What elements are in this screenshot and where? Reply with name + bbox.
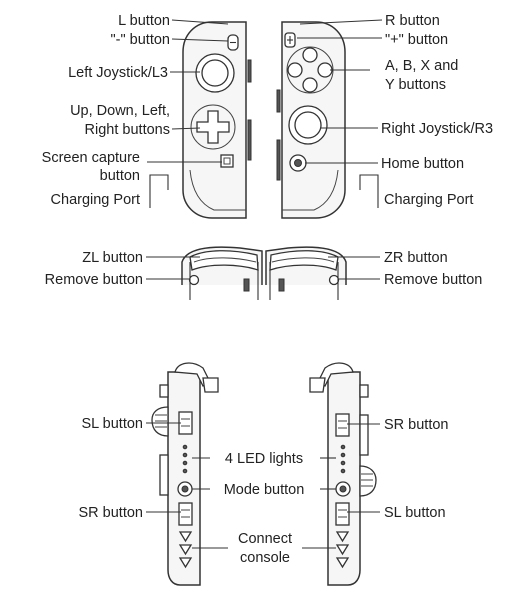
label-remove-right: Remove button bbox=[384, 272, 482, 288]
label-capture-line2: button bbox=[100, 168, 140, 184]
label-connect-line2: console bbox=[240, 550, 290, 566]
label-zr-button: ZR button bbox=[384, 250, 448, 266]
leader-lines bbox=[146, 19, 383, 549]
label-sr-left: SR button bbox=[79, 505, 144, 521]
label-left-joystick: Left Joystick/L3 bbox=[68, 65, 168, 81]
label-abxy-line1: A, B, X and bbox=[385, 58, 458, 74]
label-sl-left: SL button bbox=[81, 416, 143, 432]
sl-right-knob[interactable] bbox=[359, 465, 377, 497]
label-abxy-line2: Y buttons bbox=[385, 77, 446, 93]
remove-button-left-shape[interactable] bbox=[188, 274, 200, 286]
sl-button-right-shape[interactable] bbox=[335, 502, 350, 526]
capture-button-shape[interactable] bbox=[220, 154, 234, 168]
label-plus-button: "+" button bbox=[385, 32, 448, 48]
right-joycon-top bbox=[265, 246, 347, 300]
sr-button-right-shape[interactable] bbox=[335, 413, 350, 437]
right-joycon-side bbox=[309, 362, 377, 586]
left-joycon-top bbox=[181, 246, 263, 300]
label-charging-right: Charging Port bbox=[384, 192, 473, 208]
led-right-2 bbox=[340, 452, 346, 458]
label-dpad-line1: Up, Down, Left, bbox=[70, 103, 170, 119]
label-minus-button: "-" button bbox=[111, 32, 170, 48]
label-capture-line1: Screen capture bbox=[42, 150, 140, 166]
label-right-joystick: Right Joystick/R3 bbox=[381, 121, 493, 137]
led-right-1 bbox=[340, 444, 346, 450]
left-joycon-front bbox=[182, 21, 252, 219]
led-left-3 bbox=[182, 460, 188, 466]
dpad-shape[interactable] bbox=[196, 110, 230, 144]
remove-button-right-shape[interactable] bbox=[328, 274, 340, 286]
led-right-4 bbox=[340, 468, 346, 474]
label-led-lights: 4 LED lights bbox=[225, 451, 303, 467]
a-button-shape[interactable] bbox=[317, 62, 333, 78]
label-r-button: R button bbox=[385, 13, 440, 29]
sr-button-left-shape[interactable] bbox=[178, 502, 193, 526]
y-button-shape[interactable] bbox=[287, 62, 303, 78]
labels: L button "-" button Left Joystick/L3 Up,… bbox=[42, 13, 493, 566]
label-mode-button: Mode button bbox=[224, 482, 305, 498]
led-right-3 bbox=[340, 460, 346, 466]
led-left-1 bbox=[182, 444, 188, 450]
label-sr-right: SR button bbox=[384, 417, 449, 433]
x-button-shape[interactable] bbox=[302, 47, 318, 63]
b-button-shape[interactable] bbox=[302, 77, 318, 93]
led-left-4 bbox=[182, 468, 188, 474]
right-joycon-front bbox=[276, 21, 346, 219]
label-charging-left: Charging Port bbox=[51, 192, 140, 208]
label-sl-right: SL button bbox=[384, 505, 446, 521]
label-zl-button: ZL button bbox=[82, 250, 143, 266]
dpad-ring bbox=[190, 104, 236, 150]
led-left-2 bbox=[182, 452, 188, 458]
label-home-button: Home button bbox=[381, 156, 464, 172]
label-remove-left: Remove button bbox=[45, 272, 143, 288]
left-joycon-side bbox=[151, 362, 219, 586]
label-dpad-line2: Right buttons bbox=[85, 122, 170, 138]
label-l-button: L button bbox=[118, 13, 170, 29]
label-connect-line1: Connect bbox=[238, 531, 292, 547]
